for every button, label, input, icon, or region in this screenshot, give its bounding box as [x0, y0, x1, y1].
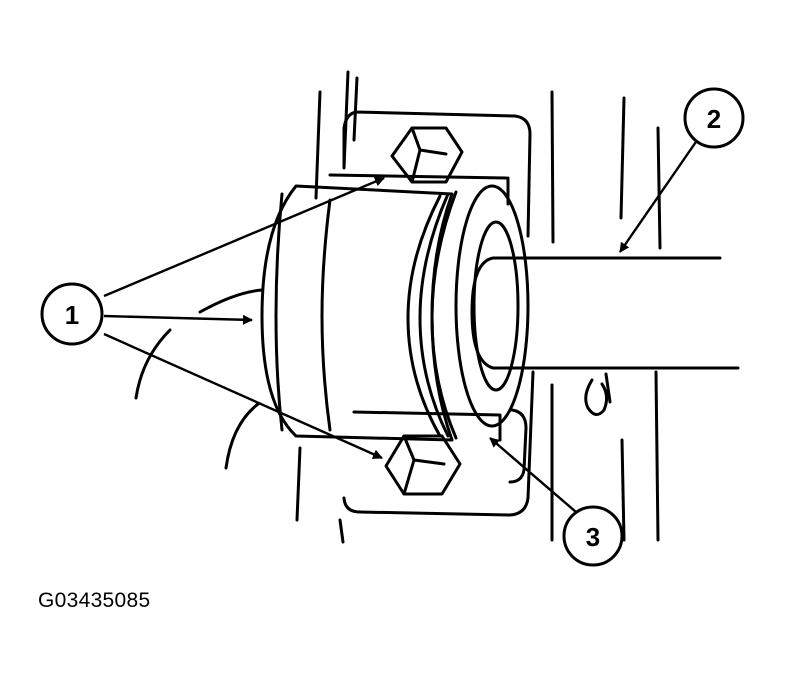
- bearing-inner-ring: [472, 220, 520, 392]
- callout-3: 3: [562, 505, 624, 567]
- upper-bolt: [390, 126, 464, 184]
- housing-body-line: [320, 198, 332, 432]
- callout-1: 1: [40, 282, 104, 346]
- callout-3-label: 3: [586, 522, 600, 552]
- figure-code: G03435085: [38, 589, 151, 612]
- callout-2-label: 2: [707, 104, 721, 134]
- rotation-arc-lower: [224, 402, 260, 470]
- shaft: [470, 256, 740, 370]
- leader-1-housing: [103, 314, 253, 325]
- leader-1-upper-bolt: [103, 176, 385, 298]
- housing-face-line: [274, 192, 284, 432]
- callout-2: 2: [683, 87, 745, 149]
- bracket-plate: [342, 110, 535, 517]
- leader-lines: [103, 135, 701, 513]
- leader-2-shaft: [619, 135, 701, 253]
- leader-1-lower-bolt: [103, 332, 383, 460]
- bracket-lug: [508, 408, 528, 484]
- bearing-ring: [454, 184, 530, 428]
- lower-bolt: [384, 434, 462, 496]
- rotation-arc-left: [134, 328, 172, 400]
- bracket-seat: [328, 173, 510, 442]
- callout-1-label: 1: [65, 300, 79, 330]
- retaining-clip: [584, 372, 612, 416]
- housing-flange: [406, 190, 458, 440]
- frame-rails: [295, 70, 662, 544]
- rotation-arc-upper: [198, 288, 264, 314]
- leader-3-lug: [489, 437, 577, 513]
